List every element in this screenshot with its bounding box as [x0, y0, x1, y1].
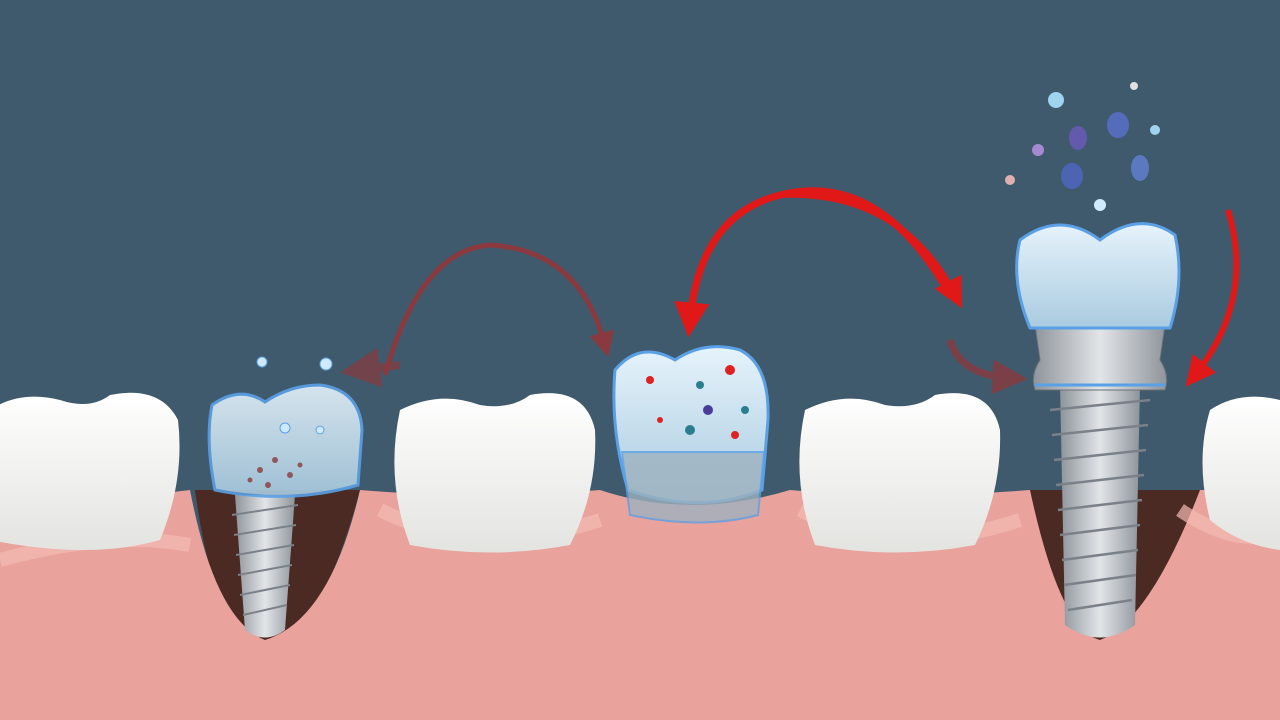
bacteria	[247, 457, 303, 488]
bacteria	[1005, 82, 1160, 211]
bacteria	[646, 365, 749, 439]
arrow-icon	[382, 242, 614, 376]
arrow-icon	[779, 191, 962, 309]
crown-glass-left	[207, 383, 364, 498]
arrow-icon	[946, 338, 1028, 395]
arrow-icon	[340, 347, 401, 388]
arrows	[340, 187, 1240, 395]
natural-tooth	[0, 392, 1280, 553]
implant-middle	[612, 345, 770, 524]
arrow-icon	[1185, 209, 1240, 387]
implant-right	[1005, 82, 1181, 638]
implant-left	[207, 356, 364, 638]
